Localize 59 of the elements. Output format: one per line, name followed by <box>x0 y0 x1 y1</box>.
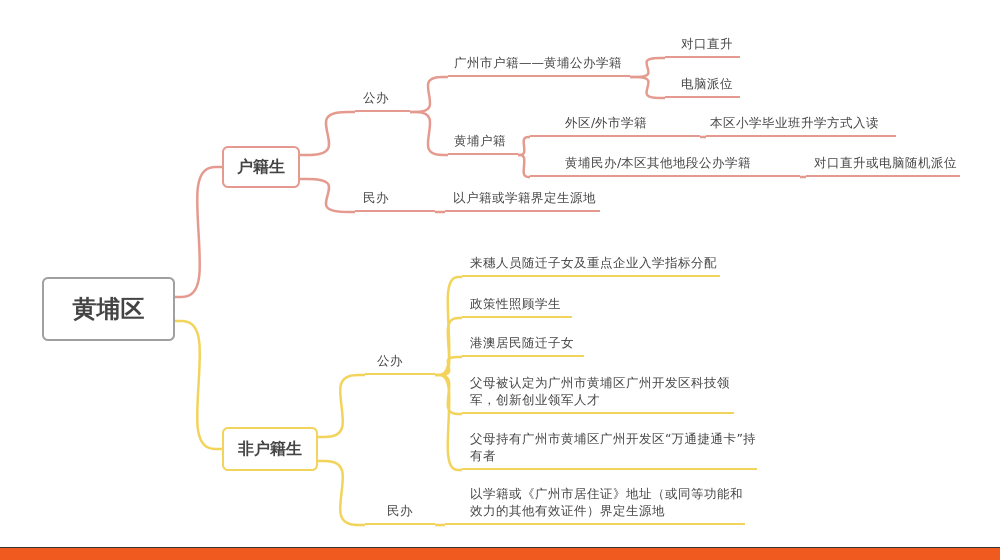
branch-topic <box>530 115 700 137</box>
branch-topic <box>665 76 740 98</box>
branch-line <box>435 210 445 214</box>
topic-label: 公办 <box>363 90 390 107</box>
topic-label: 对口直升或电脑随机派位 <box>814 155 958 172</box>
branch-topic <box>445 485 745 525</box>
branch-topic <box>355 190 435 212</box>
branch-topic <box>706 115 896 137</box>
branch-line <box>700 136 706 138</box>
branch-topic <box>445 190 600 212</box>
branch-topic <box>365 353 435 375</box>
topic-label: 港澳居民随迁子女 <box>470 335 575 352</box>
branch-line <box>800 176 806 178</box>
topic-label: 本区小学毕业班升学方式入读 <box>710 115 880 132</box>
branch-line <box>318 460 365 526</box>
topic-box <box>222 427 318 471</box>
branch-topic <box>355 90 410 112</box>
branch-line <box>518 136 530 156</box>
topic-label: 民办 <box>363 190 390 207</box>
branch-line <box>318 374 365 438</box>
topic-box <box>222 146 300 188</box>
topic-label: 黄埔户籍 <box>454 133 507 150</box>
branch-topic <box>462 430 757 470</box>
topic-label: 外区/外市学籍 <box>565 115 648 132</box>
branch-topic <box>806 155 960 177</box>
topic-label: 以户籍或学籍界定生源地 <box>453 190 597 207</box>
branch-line <box>435 374 462 472</box>
topic-label: 来穗人员随迁子女及重点企业入学指标分配 <box>470 255 718 272</box>
topic-box <box>42 277 175 341</box>
branch-topic <box>665 36 740 58</box>
branch-line <box>630 76 665 100</box>
branch-topic <box>530 155 800 177</box>
branch-topic <box>365 503 435 525</box>
branch-line <box>300 178 355 214</box>
branch-topic <box>448 55 630 77</box>
topic-label: 非户籍生 <box>238 438 302 460</box>
branch-line <box>175 166 222 298</box>
branch-topic <box>462 335 584 357</box>
topic-label: 以学籍或《广州市居住证》地址（或同等功能和效力的其他有效证件）界定生源地 <box>470 486 744 520</box>
topic-label: 电脑派位 <box>681 76 734 93</box>
branch-topic <box>462 296 572 318</box>
topic-label: 对口直升 <box>681 36 734 53</box>
topic-label: 户籍生 <box>237 156 285 178</box>
branch-topic <box>448 133 518 155</box>
branch-topic <box>462 374 734 414</box>
topic-label: 民办 <box>387 503 414 520</box>
topic-label: 黄埔区 <box>72 294 144 325</box>
branch-line <box>300 110 355 156</box>
branch-line <box>175 320 222 450</box>
topic-label: 公办 <box>377 353 404 370</box>
branch-line <box>435 356 462 376</box>
topic-label: 政策性照顾学生 <box>470 296 562 313</box>
topic-label: 黄埔民办/本区其他地段公办学籍 <box>565 155 752 172</box>
topic-label: 广州市户籍——黄埔公办学籍 <box>454 55 623 72</box>
branch-line <box>410 110 448 156</box>
topic-label: 父母持有广州市黄埔区广州开发区“万通捷通卡”持有者 <box>470 431 757 465</box>
branch-line <box>435 524 445 526</box>
topic-label: 父母被认定为广州市黄埔区广州开发区科技领军，创新创业领军人才 <box>470 375 731 409</box>
branch-topic <box>462 255 720 277</box>
